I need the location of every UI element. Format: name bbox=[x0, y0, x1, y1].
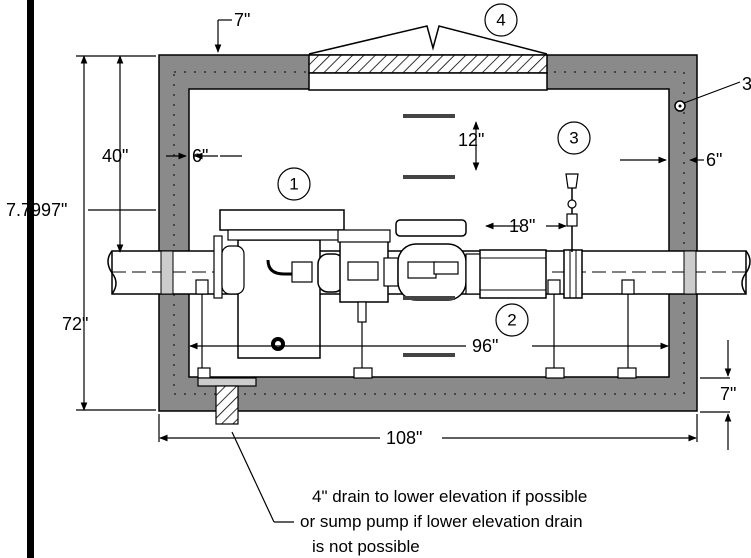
left-border-bar bbox=[27, 0, 34, 558]
dim-side-gap-left: 6" bbox=[192, 146, 208, 166]
dim-inner-width: 96" bbox=[472, 336, 498, 356]
air-release-valve bbox=[565, 173, 579, 252]
dim-floor-thickness: 7" bbox=[720, 384, 736, 404]
svg-text:3: 3 bbox=[569, 129, 578, 148]
center-marks bbox=[403, 114, 455, 357]
callout-3: 3 bbox=[557, 121, 591, 155]
svg-text:1: 1 bbox=[289, 175, 298, 194]
dimension-lines bbox=[76, 19, 732, 523]
dim-outer-width: 108" bbox=[386, 428, 422, 448]
dim-side-gap-right: 6" bbox=[706, 150, 722, 170]
backflow-assembly-middle bbox=[317, 229, 399, 303]
dim-top-clearance: 7" bbox=[234, 10, 250, 30]
dim-pipe-gap-18: 18" bbox=[509, 216, 535, 236]
partial-callout-label: 3 bbox=[742, 74, 751, 94]
dim-overall-height: 72" bbox=[62, 314, 88, 334]
drain-note-line-2: or sump pump if lower elevation drain bbox=[300, 512, 583, 531]
backflow-assembly-1 bbox=[213, 209, 345, 359]
callout-4: 4 bbox=[484, 3, 518, 37]
floor-drain bbox=[197, 377, 257, 425]
dim-wall-height: 40" bbox=[102, 146, 128, 166]
sensor-dot bbox=[674, 81, 741, 112]
callout-1: 1 bbox=[277, 167, 311, 201]
callout-2: 2 bbox=[495, 303, 529, 337]
drain-note-line-1: 4" drain to lower elevation if possible bbox=[312, 487, 587, 506]
drain-note-line-3: is not possible bbox=[312, 537, 420, 556]
pipe-supports bbox=[195, 279, 637, 379]
svg-text:2: 2 bbox=[507, 311, 516, 330]
backflow-assembly-2 bbox=[395, 219, 583, 301]
svg-text:4: 4 bbox=[496, 11, 505, 30]
dim-height-to-pipe: 7.7997" bbox=[6, 200, 67, 220]
access-hatch bbox=[308, 25, 548, 91]
dim-pipe-gap-12: 12" bbox=[458, 130, 484, 150]
